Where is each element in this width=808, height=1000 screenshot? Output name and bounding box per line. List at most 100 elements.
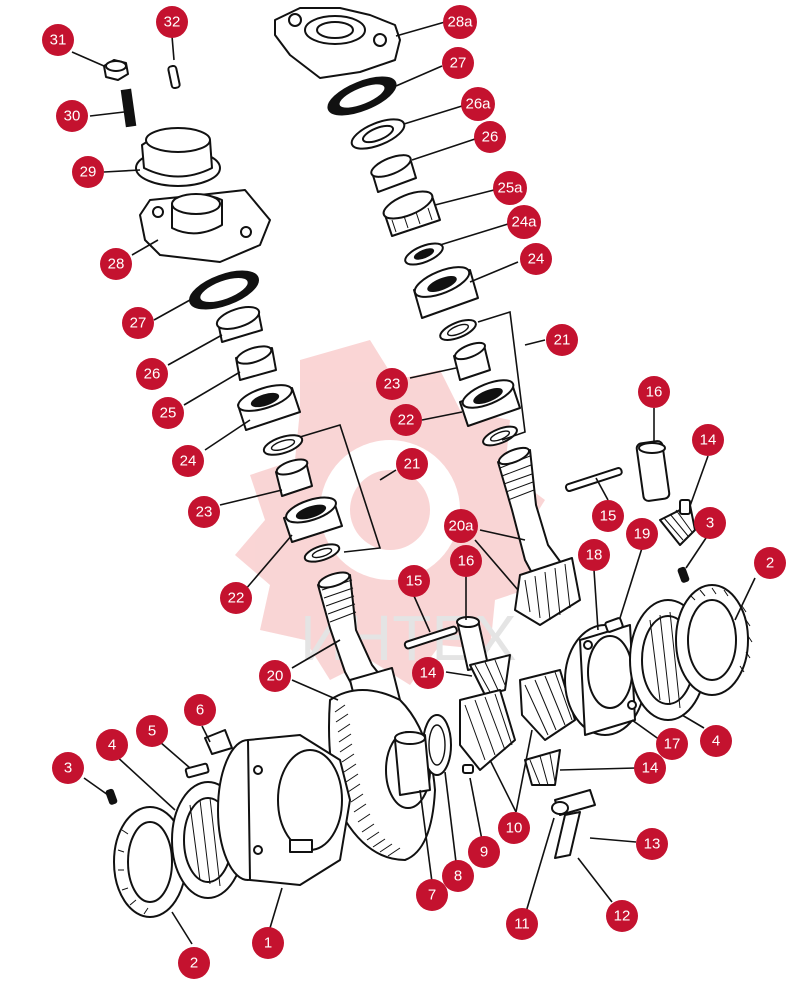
callout-25: 25 (152, 397, 184, 429)
svg-text:6: 6 (196, 702, 204, 719)
bearing-22-left (283, 496, 343, 543)
callout-12: 12 (606, 900, 638, 932)
side-gear-10b (519, 669, 576, 741)
svg-text:2: 2 (766, 555, 774, 572)
spacer-23-right (453, 341, 491, 381)
callout-21-right: 21 (546, 324, 578, 356)
svg-text:1: 1 (264, 935, 272, 952)
callout-2-left: 2 (178, 947, 210, 979)
callout-4-right: 4 (700, 725, 732, 757)
spider-gear-14-mid (524, 749, 561, 786)
svg-text:15: 15 (406, 573, 423, 590)
callout-17: 17 (656, 728, 688, 760)
svg-text:32: 32 (164, 14, 181, 31)
pin-15-lower (403, 625, 458, 650)
svg-text:21: 21 (404, 456, 421, 473)
bearing-race-26-right (370, 154, 417, 193)
seal-27-right (327, 76, 397, 116)
svg-text:14: 14 (700, 432, 717, 449)
svg-text:24a: 24a (511, 214, 537, 231)
callouts: 31 32 30 29 28 27 26 25 24 23 22 21 20 2… (42, 5, 786, 979)
callout-26-left: 26 (136, 358, 168, 390)
pin-3-right (677, 566, 690, 583)
callout-14-lower: 14 (412, 657, 444, 689)
shim-21-right-upper (439, 319, 477, 341)
svg-text:11: 11 (514, 916, 530, 933)
callout-6: 6 (184, 694, 216, 726)
spider-gear-14-lower (469, 654, 511, 696)
svg-text:30: 30 (64, 108, 81, 125)
thrust-washer-8 (422, 714, 452, 776)
callout-26-right: 26 (474, 121, 506, 153)
svg-text:12: 12 (614, 908, 631, 925)
callout-2-right: 2 (754, 547, 786, 579)
svg-text:4: 4 (108, 737, 116, 754)
bearing-race-26-left (215, 306, 263, 343)
ring-26a (350, 118, 406, 150)
callout-15-upper: 15 (592, 500, 624, 532)
shaft-16-upper (635, 440, 671, 502)
svg-text:7: 7 (428, 887, 436, 904)
svg-text:26: 26 (482, 129, 499, 146)
svg-text:5: 5 (148, 723, 156, 740)
callout-14-mid: 14 (634, 752, 666, 784)
svg-text:16: 16 (458, 553, 475, 570)
shim-21-right-lower (482, 425, 518, 447)
callout-3-right: 3 (694, 507, 726, 539)
svg-text:24: 24 (528, 251, 545, 268)
svg-text:28a: 28a (447, 14, 473, 31)
callout-5: 5 (136, 715, 168, 747)
callout-24-left: 24 (172, 445, 204, 477)
svg-text:3: 3 (706, 515, 714, 532)
svg-text:22: 22 (228, 590, 245, 607)
lock-tab-6 (204, 729, 233, 755)
callout-22-left: 22 (220, 582, 252, 614)
bushing-7 (394, 731, 431, 796)
svg-text:27: 27 (450, 55, 467, 72)
pinion-shaft-20a (497, 446, 581, 626)
callout-14-upper: 14 (692, 424, 724, 456)
svg-text:10: 10 (506, 820, 523, 837)
spider-gear-14-upper (659, 499, 696, 546)
pin-3-left (105, 788, 118, 805)
callout-3-left: 3 (52, 752, 84, 784)
svg-text:27: 27 (130, 315, 147, 332)
callout-8: 8 (442, 860, 474, 892)
svg-text:8: 8 (454, 868, 462, 885)
callout-23-left: 23 (188, 496, 220, 528)
callout-21-left: 21 (396, 448, 428, 480)
svg-text:28: 28 (108, 256, 125, 273)
svg-text:3: 3 (64, 760, 72, 777)
svg-text:18: 18 (586, 547, 603, 564)
svg-text:23: 23 (196, 504, 213, 521)
washer-24a (404, 242, 444, 266)
svg-text:21: 21 (554, 332, 571, 349)
flange-28a (274, 7, 401, 79)
pin-15-upper (564, 467, 623, 493)
callout-1: 1 (252, 927, 284, 959)
svg-text:25: 25 (160, 405, 177, 422)
callout-11: 11 (506, 908, 538, 940)
svg-text:31: 31 (50, 32, 67, 49)
bolt-5 (184, 762, 210, 779)
callout-23-right: 23 (376, 368, 408, 400)
callout-22-right: 22 (390, 404, 422, 436)
svg-text:20: 20 (267, 668, 284, 685)
svg-text:22: 22 (398, 412, 415, 429)
svg-text:4: 4 (712, 733, 720, 750)
seal-27-left (189, 270, 259, 310)
nut-31 (103, 59, 129, 81)
svg-text:26: 26 (144, 366, 161, 383)
leader-lines (71, 21, 756, 945)
callout-32: 32 (156, 6, 188, 38)
shim-21-left-upper (262, 434, 304, 456)
callout-16-lower: 16 (450, 545, 482, 577)
callout-13: 13 (636, 828, 668, 860)
callout-24-right: 24 (520, 243, 552, 275)
cross-shaft-13 (551, 789, 596, 859)
stud-30 (120, 88, 137, 128)
svg-text:26a: 26a (465, 96, 491, 113)
callout-20a: 20a (444, 509, 478, 543)
callout-20: 20 (259, 660, 291, 692)
